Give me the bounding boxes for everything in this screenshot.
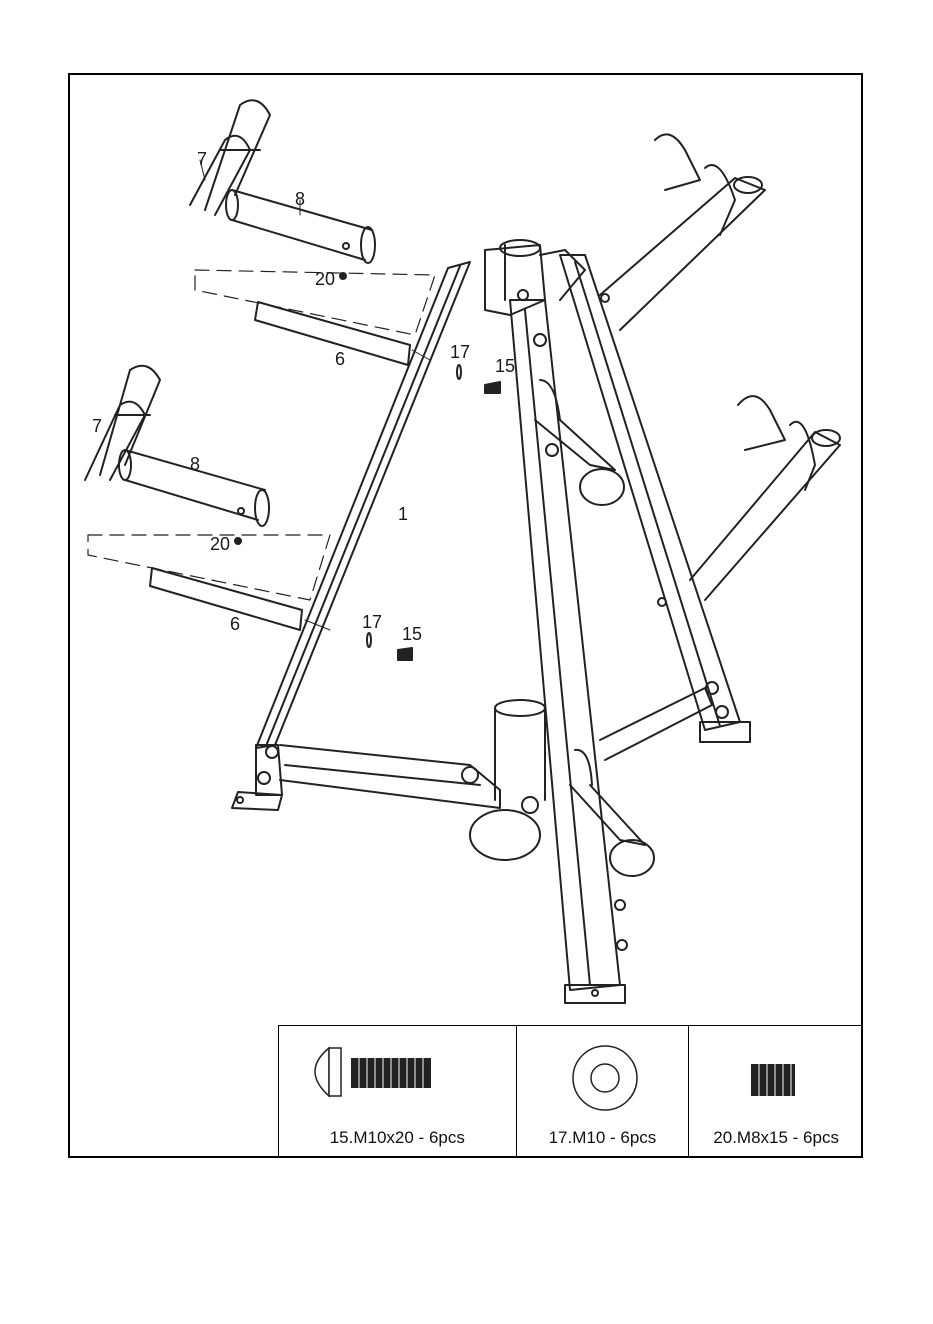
top-bracket — [485, 240, 585, 315]
middle-washer — [367, 633, 371, 647]
rear-horn-lower — [690, 430, 840, 600]
callout-middle-bolt: 15 — [402, 624, 422, 644]
hardware-label: 17.M10 - 6pcs — [517, 1128, 689, 1148]
left-frame-leg — [256, 262, 470, 748]
callout-top-bolt: 15 — [495, 356, 515, 376]
middle-pin — [235, 538, 241, 544]
middle-dashed-guide — [88, 535, 330, 600]
top-pin — [340, 273, 346, 279]
center-post — [470, 700, 545, 860]
callout-middle-washer: 17 — [362, 612, 382, 632]
hardware-cell-set-screw: 20.M8x15 - 6pcs — [689, 1026, 863, 1158]
top-bolt — [485, 382, 500, 393]
callout-middle-clip: 7 — [92, 416, 102, 436]
front-horn-upper — [535, 380, 624, 505]
callout-top-washer: 17 — [450, 342, 470, 362]
left-foot-plate — [232, 745, 282, 810]
callout-top-sleeve: 8 — [295, 189, 305, 209]
middle-bolt — [398, 648, 412, 660]
main-spine — [510, 300, 627, 1003]
callout-top-clip: 7 — [197, 149, 207, 169]
callout-middle-tube: 6 — [230, 614, 240, 634]
hardware-cell-washer: 17.M10 - 6pcs — [517, 1026, 690, 1158]
callout-middle-pin: 20 — [210, 534, 230, 554]
callout-top-pin: 20 — [315, 269, 335, 289]
callout-frame: 1 — [398, 504, 408, 524]
hardware-parts-table: 15.M10x20 - 6pcs 17.M10 - 6pcs 20.M8x15 … — [278, 1025, 863, 1158]
rear-horn-upper — [600, 177, 765, 330]
rear-clip-lower — [738, 396, 815, 490]
leader-lines — [200, 160, 430, 630]
hardware-label: 20.M8x15 - 6pcs — [689, 1128, 863, 1148]
top-tube — [255, 302, 410, 365]
rear-clip-upper — [655, 134, 735, 235]
right-frame-leg — [560, 255, 750, 742]
hardware-cell-bolt: 15.M10x20 - 6pcs — [279, 1026, 517, 1158]
lower-crossbar — [280, 745, 500, 808]
hardware-label: 15.M10x20 - 6pcs — [279, 1128, 516, 1148]
callout-top-tube: 6 — [335, 349, 345, 369]
middle-tube — [150, 568, 302, 630]
front-horn-lower — [570, 750, 654, 876]
top-washer — [457, 365, 461, 379]
callout-middle-sleeve: 8 — [190, 454, 200, 474]
